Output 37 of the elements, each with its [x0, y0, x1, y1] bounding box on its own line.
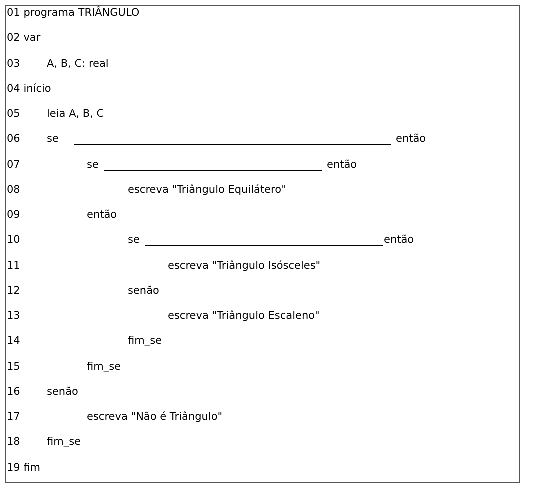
line-number: 02 var [7, 31, 41, 46]
line-number: 19 fim [7, 460, 41, 474]
code-text: então [327, 158, 358, 172]
line-number: 13 [7, 309, 20, 323]
code-text: escreva "Triângulo Isósceles" [168, 258, 321, 272]
code-text: fim_se [128, 334, 162, 348]
line-number: 12 [7, 284, 20, 298]
line-number: 08 [7, 182, 20, 197]
line-number: 11 [7, 258, 20, 272]
code-text: então [384, 233, 414, 248]
code-text: se [87, 158, 99, 172]
line-number: 10 [7, 233, 20, 248]
line-number: 17 [7, 410, 20, 424]
line-number: 05 [7, 107, 20, 121]
code-text: escreva "Não é Triângulo" [87, 410, 223, 424]
line-number: 16 [7, 384, 20, 399]
line-number: 07 [7, 158, 20, 172]
line-number: 06 [7, 132, 20, 146]
line-number: 18 [7, 435, 20, 450]
code-text: fim_se [87, 360, 122, 374]
code-text: senão [47, 384, 78, 399]
line-number: 09 [7, 208, 20, 222]
line-number: 14 [7, 334, 20, 348]
code-text: leia A, B, C [47, 107, 104, 121]
code-text: A, B, C: real [47, 56, 109, 70]
line-number: 04 início [7, 82, 52, 96]
line-number: 01 programa TRIÂNGULO [7, 6, 140, 20]
line-number: 15 [7, 360, 20, 374]
line-number: 03 [7, 56, 20, 70]
code-text: se [47, 132, 59, 146]
code-text: então [87, 208, 118, 222]
code-text: se [128, 233, 140, 248]
code-text: senão [128, 284, 160, 298]
code-text: escreva "Triângulo Escaleno" [168, 309, 320, 323]
code-text: então [396, 132, 426, 146]
code-text: fim_se [47, 435, 82, 450]
code-text: escreva "Triângulo Equilátero" [128, 182, 286, 197]
